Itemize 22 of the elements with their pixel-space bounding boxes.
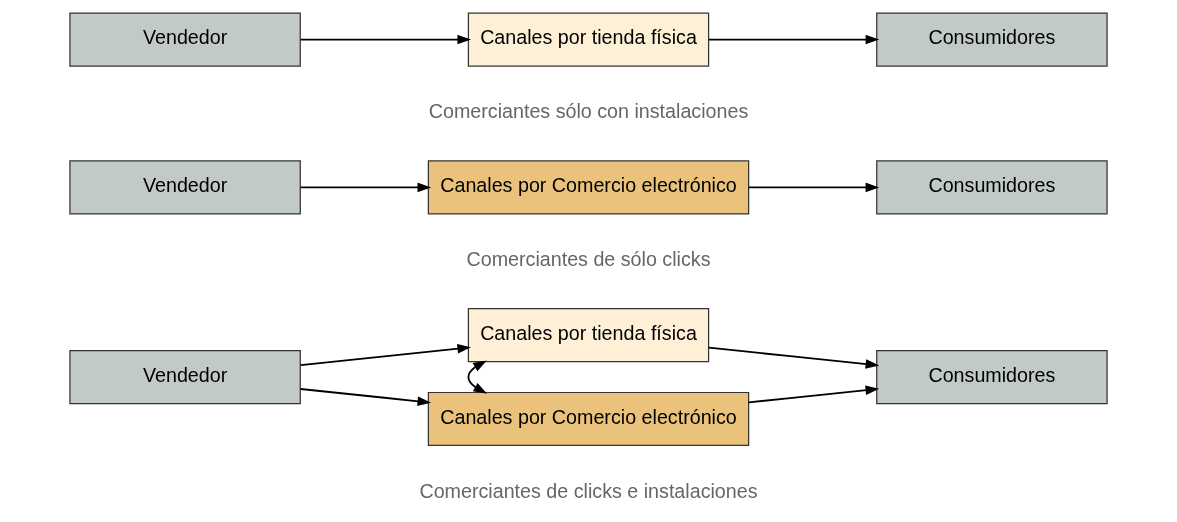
node-box: Canales por tienda física — [467, 308, 710, 363]
arrow — [299, 182, 432, 193]
arrow — [299, 344, 471, 367]
arrow — [708, 34, 880, 45]
node-box: Consumidores — [876, 160, 1108, 215]
node-box: Consumidores — [876, 350, 1108, 405]
node-box: Vendedor — [69, 160, 301, 215]
node-box: Consumidores — [876, 12, 1108, 67]
node-box: Canales por Comercio electrónico — [427, 160, 750, 215]
node-box: Vendedor — [69, 350, 301, 405]
arrow — [467, 360, 488, 394]
arrow — [747, 385, 880, 404]
arrow — [747, 182, 880, 193]
label: Comerciantes sólo con instalaciones — [428, 100, 749, 123]
label: Comerciantes de clicks e instalaciones — [419, 479, 758, 502]
node-box: Canales por tienda física — [467, 12, 710, 67]
label: Comerciantes de sólo clicks — [466, 247, 711, 270]
arrow — [299, 388, 432, 406]
arrow — [708, 346, 880, 369]
node-box: Vendedor — [69, 12, 301, 67]
node-box: Canales por Comercio electrónico — [427, 391, 750, 447]
arrow — [299, 34, 472, 45]
